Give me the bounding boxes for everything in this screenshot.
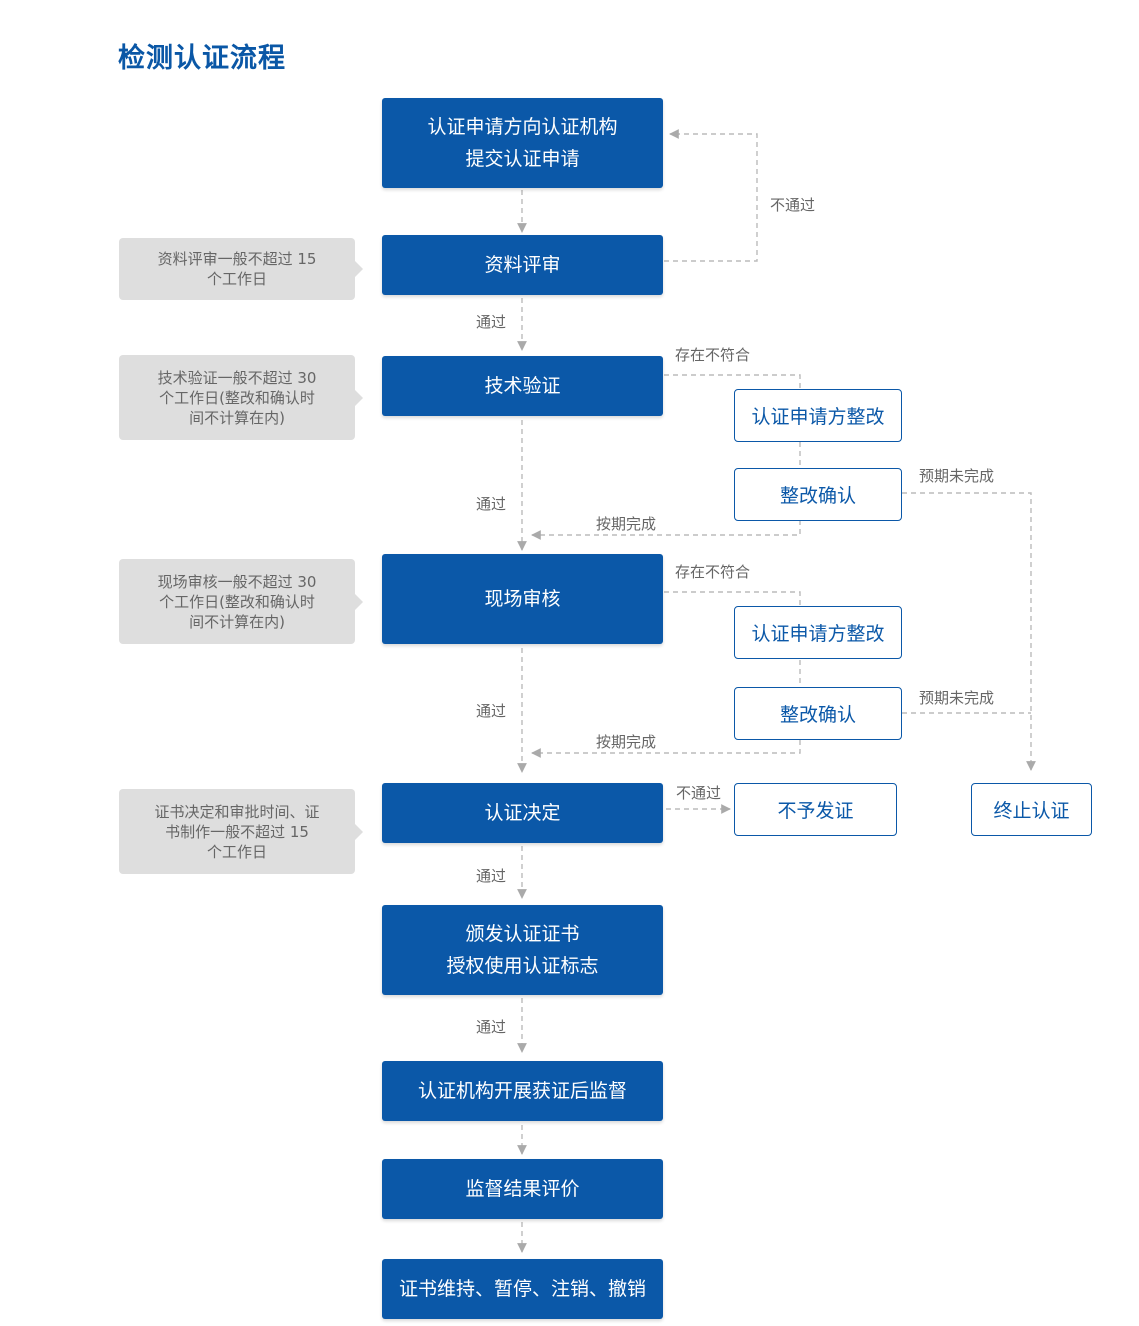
connector-onsite-nonconform bbox=[664, 591, 801, 606]
step-supervision-evaluation: 监督结果评价 bbox=[382, 1159, 663, 1219]
connector-confirm1-overdue bbox=[902, 492, 1036, 771]
label-nonconform-2: 存在不符合 bbox=[675, 563, 751, 581]
label-fail-back: 不通过 bbox=[770, 196, 816, 214]
note-decision-time: 证书决定和审批时间、证 书制作一般不超过 15 个工作日 bbox=[119, 789, 363, 874]
label-nonconform-1: 存在不符合 bbox=[675, 346, 751, 364]
label-fail-decision: 不通过 bbox=[676, 784, 722, 802]
box-terminate-certification: 终止认证 bbox=[971, 783, 1092, 836]
step-post-cert-supervision: 认证机构开展获证后监督 bbox=[382, 1061, 663, 1121]
step-onsite-audit: 现场审核 bbox=[382, 554, 663, 644]
label-overdue-2: 预期未完成 bbox=[919, 689, 995, 707]
label-pass-4: 通过 bbox=[476, 867, 507, 885]
label-ontime-2: 按期完成 bbox=[596, 733, 657, 751]
label-pass-3: 通过 bbox=[476, 702, 507, 720]
box-rectify-2: 认证申请方整改 bbox=[734, 606, 902, 659]
connector-tech-nonconform bbox=[664, 374, 801, 388]
step-issue-certificate: 颁发认证证书 授权使用认证标志 bbox=[382, 905, 663, 995]
box-rectify-1: 认证申请方整改 bbox=[734, 389, 902, 442]
box-confirm-2: 整改确认 bbox=[734, 687, 902, 740]
box-confirm-1: 整改确认 bbox=[734, 468, 902, 521]
label-overdue-1: 预期未完成 bbox=[919, 467, 995, 485]
step-document-review: 资料评审 bbox=[382, 235, 663, 295]
note-technical-verification-time: 技术验证一般不超过 30 个工作日(整改和确认时 间不计算在内) bbox=[119, 355, 363, 440]
label-pass-2: 通过 bbox=[476, 495, 507, 513]
connector-confirm1-ontime bbox=[531, 520, 801, 540]
page-title: 检测认证流程 bbox=[118, 43, 286, 74]
step-certification-decision: 认证决定 bbox=[382, 783, 663, 843]
label-pass-1: 通过 bbox=[476, 313, 507, 331]
step-submit-application: 认证申请方向认证机构 提交认证申请 bbox=[382, 98, 663, 188]
note-onsite-audit-time: 现场审核一般不超过 30 个工作日(整改和确认时 间不计算在内) bbox=[119, 559, 363, 644]
box-no-certificate: 不予发证 bbox=[734, 783, 897, 836]
step-technical-verification: 技术验证 bbox=[382, 356, 663, 416]
label-pass-5: 通过 bbox=[476, 1018, 507, 1036]
connector-confirm2-ontime bbox=[531, 740, 801, 758]
step-certificate-maintenance: 证书维持、暂停、注销、撤销 bbox=[382, 1259, 663, 1319]
label-ontime-1: 按期完成 bbox=[596, 515, 657, 533]
note-document-review-time: 资料评审一般不超过 15 个工作日 bbox=[119, 238, 363, 300]
connector-review-fail-loop bbox=[664, 129, 758, 262]
